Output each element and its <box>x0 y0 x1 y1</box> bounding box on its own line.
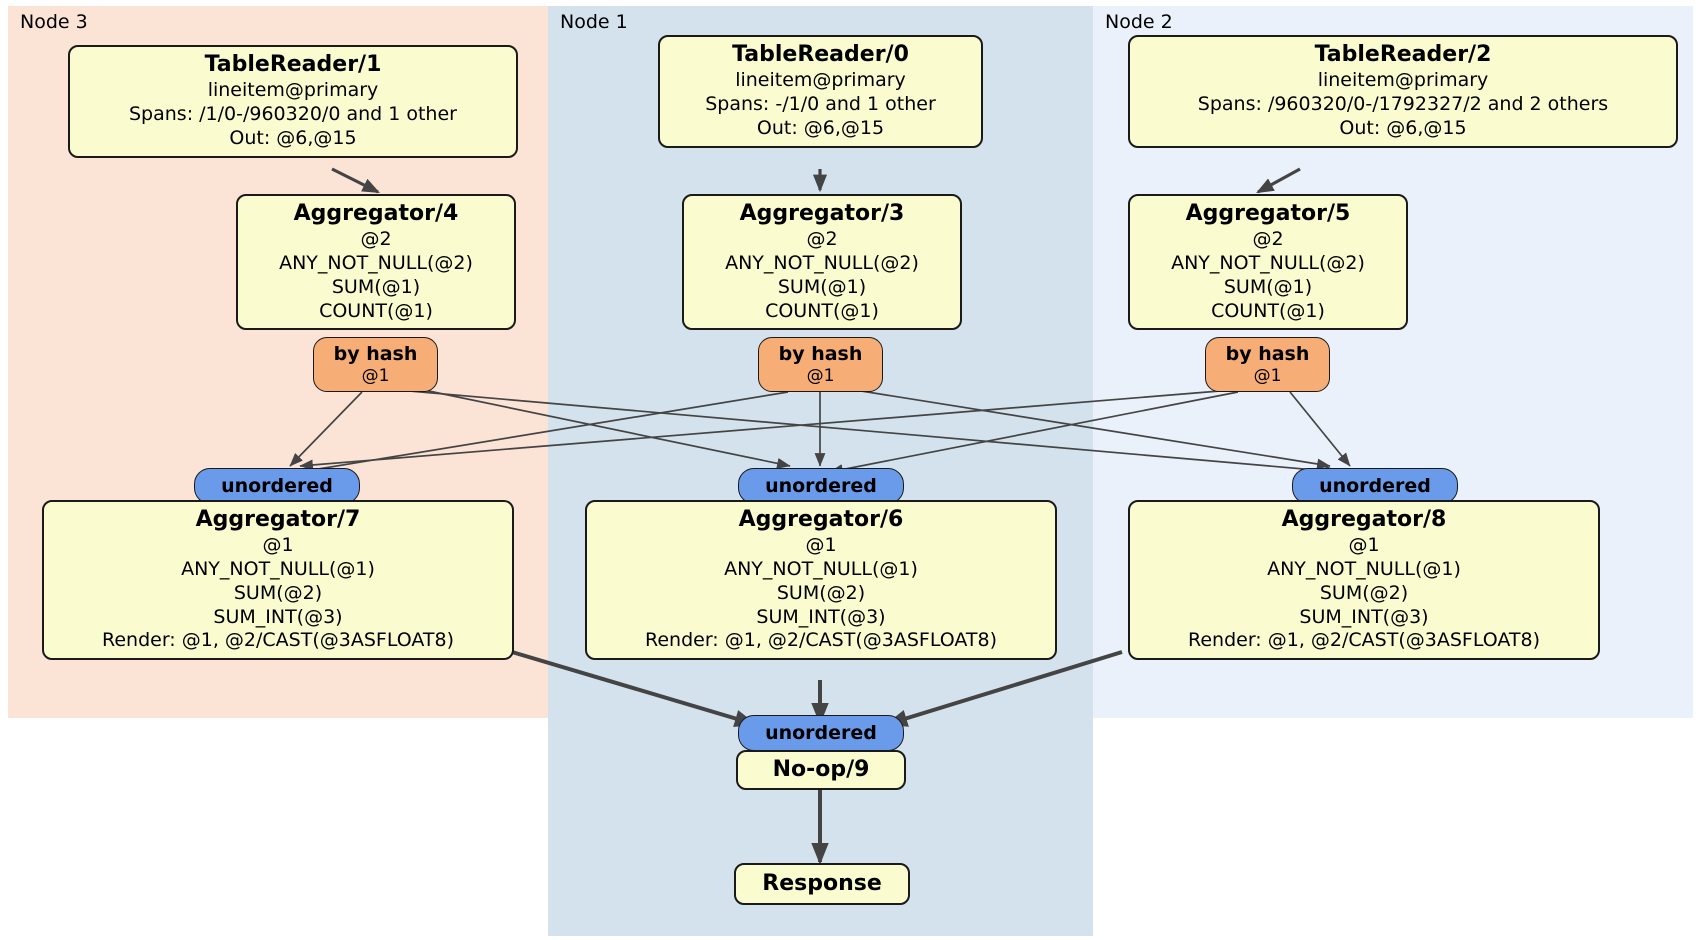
router-title: by hash <box>333 342 418 365</box>
synchronizer-unordered-node3[interactable]: unordered <box>194 468 360 504</box>
processor-detail-line: SUM(@2) <box>1319 581 1409 604</box>
output-router-hash-node1[interactable]: by hash @1 <box>758 337 883 392</box>
processor-detail-line: Spans: /960320/0-/1792327/2 and 2 others <box>1197 92 1609 115</box>
processor-title: Aggregator/4 <box>293 201 459 226</box>
processor-detail-line: ANY_NOT_NULL(@1) <box>181 557 375 580</box>
processor-detail-line: @2 <box>360 227 392 250</box>
processor-detail-line: ANY_NOT_NULL(@1) <box>724 557 918 580</box>
processor-detail-line: SUM_INT(@3) <box>213 605 343 628</box>
processor-detail-line: Spans: -/1/0 and 1 other <box>705 92 936 115</box>
node-label-node1: Node 1 <box>560 11 628 33</box>
processor-aggregator-4[interactable]: Aggregator/4 @2 ANY_NOT_NULL(@2) SUM(@1)… <box>236 194 516 331</box>
processor-title: No-op/9 <box>772 756 870 782</box>
node-label-node3: Node 3 <box>20 11 88 33</box>
processor-aggregator-8[interactable]: Aggregator/8 @1 ANY_NOT_NULL(@1) SUM(@2)… <box>1128 500 1600 661</box>
router-subtitle: @1 <box>806 365 835 386</box>
processor-detail-line: @2 <box>806 227 838 250</box>
processor-title: Aggregator/6 <box>738 507 904 532</box>
processor-aggregator-6[interactable]: Aggregator/6 @1 ANY_NOT_NULL(@1) SUM(@2)… <box>585 500 1057 661</box>
processor-detail-line: SUM_INT(@3) <box>756 605 886 628</box>
processor-title: Aggregator/7 <box>195 507 361 532</box>
synchronizer-title: unordered <box>1319 474 1431 497</box>
synchronizer-unordered-final[interactable]: unordered <box>738 715 904 751</box>
processor-title: Aggregator/5 <box>1185 201 1351 226</box>
router-title: by hash <box>778 342 863 365</box>
processor-detail-line: Out: @6,@15 <box>229 126 357 149</box>
processor-noop-9[interactable]: No-op/9 <box>736 750 906 790</box>
processor-detail-line: SUM(@1) <box>331 275 421 298</box>
processor-detail-line: Out: @6,@15 <box>1339 116 1467 139</box>
processor-title: TableReader/0 <box>732 42 909 67</box>
processor-title: Response <box>762 870 882 896</box>
processor-detail-line: Out: @6,@15 <box>756 116 885 139</box>
synchronizer-title: unordered <box>765 721 877 744</box>
processor-detail-line: SUM_INT(@3) <box>1299 605 1429 628</box>
processor-detail-line: COUNT(@1) <box>765 299 879 322</box>
processor-aggregator-7[interactable]: Aggregator/7 @1 ANY_NOT_NULL(@1) SUM(@2)… <box>42 500 514 661</box>
processor-detail-line: ANY_NOT_NULL(@2) <box>725 251 919 274</box>
processor-detail-line: lineitem@primary <box>1317 68 1489 91</box>
processor-aggregator-5[interactable]: Aggregator/5 @2 ANY_NOT_NULL(@2) SUM(@1)… <box>1128 194 1408 331</box>
processor-detail-line: SUM(@2) <box>776 581 866 604</box>
synchronizer-title: unordered <box>221 474 333 497</box>
processor-detail-line: ANY_NOT_NULL(@2) <box>279 251 473 274</box>
processor-response[interactable]: Response <box>734 863 910 905</box>
synchronizer-unordered-node2[interactable]: unordered <box>1292 468 1458 504</box>
processor-detail-line: SUM(@1) <box>777 275 867 298</box>
processor-detail-line: lineitem@primary <box>207 78 379 101</box>
processor-tablereader-1[interactable]: TableReader/1 lineitem@primary Spans: /1… <box>68 45 518 158</box>
processor-detail-line: @1 <box>805 533 837 556</box>
processor-detail-line: Render: @1, @2/CAST(@3ASFLOAT8) <box>1188 629 1540 652</box>
router-subtitle: @1 <box>1253 365 1282 386</box>
processor-detail-line: SUM(@1) <box>1223 275 1313 298</box>
processor-tablereader-2[interactable]: TableReader/2 lineitem@primary Spans: /9… <box>1128 35 1678 148</box>
processor-detail-line: lineitem@primary <box>735 68 906 91</box>
processor-detail-line: @1 <box>262 533 294 556</box>
processor-title: Aggregator/8 <box>1281 507 1447 532</box>
processor-detail-line: @1 <box>1348 533 1380 556</box>
processor-detail-line: Spans: /1/0-/960320/0 and 1 other <box>129 102 457 125</box>
processor-aggregator-3[interactable]: Aggregator/3 @2 ANY_NOT_NULL(@2) SUM(@1)… <box>682 194 962 331</box>
router-subtitle: @1 <box>361 365 390 386</box>
processor-detail-line: Render: @1, @2/CAST(@3ASFLOAT8) <box>102 629 454 652</box>
router-title: by hash <box>1225 342 1310 365</box>
output-router-hash-node3[interactable]: by hash @1 <box>313 337 438 392</box>
output-router-hash-node2[interactable]: by hash @1 <box>1205 337 1330 392</box>
synchronizer-title: unordered <box>765 474 877 497</box>
processor-detail-line: SUM(@2) <box>233 581 323 604</box>
processor-title: TableReader/2 <box>1314 42 1492 67</box>
processor-title: TableReader/1 <box>204 52 382 77</box>
processor-title: Aggregator/3 <box>739 201 905 226</box>
processor-detail-line: ANY_NOT_NULL(@2) <box>1171 251 1365 274</box>
processor-detail-line: @2 <box>1252 227 1284 250</box>
synchronizer-unordered-node1[interactable]: unordered <box>738 468 904 504</box>
node-label-node2: Node 2 <box>1105 11 1173 33</box>
processor-detail-line: COUNT(@1) <box>1211 299 1325 322</box>
processor-detail-line: COUNT(@1) <box>319 299 433 322</box>
processor-detail-line: ANY_NOT_NULL(@1) <box>1267 557 1461 580</box>
processor-detail-line: Render: @1, @2/CAST(@3ASFLOAT8) <box>645 629 997 652</box>
processor-tablereader-0[interactable]: TableReader/0 lineitem@primary Spans: -/… <box>658 35 983 148</box>
